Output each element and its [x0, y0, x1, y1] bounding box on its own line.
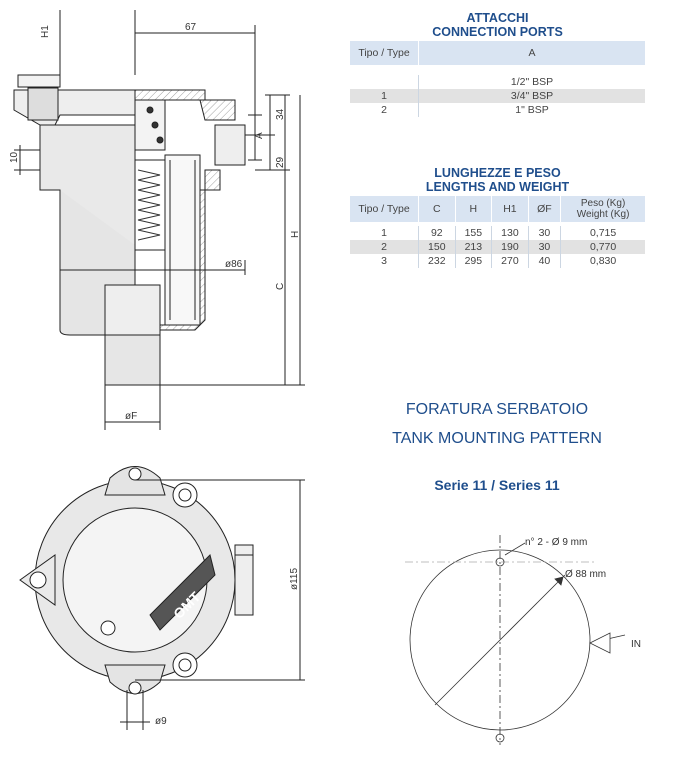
table-row: 1/2" BSP — [350, 75, 645, 89]
table-row: 3 232 295 270 40 0,830 — [350, 254, 645, 268]
ports-title-it: ATTACCHI — [466, 11, 529, 25]
technical-drawing: H1 67 10 34 29 A H C ø86 øF ø115 ø9 OMT — [9, 10, 305, 730]
ports-header-type: Tipo / Type — [350, 41, 419, 65]
in-label: IN — [631, 639, 641, 650]
mounting-title-en: TANK MOUNTING PATTERN — [392, 430, 602, 447]
table-row: 2 150 213 190 30 0,770 — [350, 240, 645, 254]
lengths-header-c: C — [418, 196, 456, 222]
lengths-header-type: Tipo / Type — [350, 196, 419, 222]
diameter-label: Ø 88 mm — [565, 569, 606, 580]
ports-title-en: CONNECTION PORTS — [432, 25, 563, 39]
dim-34: 34 — [275, 108, 286, 120]
dim-9: ø9 — [155, 716, 167, 727]
mounting-title-it: FORATURA SERBATOIO — [405, 401, 589, 418]
table-row: 1 92 155 130 30 0,715 — [350, 226, 645, 240]
table-row: 2 1" BSP — [350, 103, 645, 117]
lengths-header-h1: H1 — [491, 196, 529, 222]
table-row: 1 3/4" BSP — [350, 89, 645, 103]
dim-115: ø115 — [289, 568, 300, 590]
dim-a: A — [254, 132, 265, 139]
ports-table: Tipo / Type A 1/2" BSP 1 3/4" BSP 2 1" B… — [350, 41, 645, 117]
dim-h: H — [290, 231, 301, 238]
lengths-title-it: LUNGHEZZE E PESO — [434, 166, 561, 180]
lengths-header-h: H — [454, 196, 492, 222]
dim-c: C — [275, 283, 286, 290]
dim-29: 29 — [275, 156, 286, 168]
dim-86: ø86 — [225, 259, 243, 270]
lengths-title: LUNGHEZZE E PESO LENGTHS AND WEIGHT — [350, 166, 645, 194]
dim-f: øF — [125, 411, 137, 422]
lengths-table: Tipo / Type C H H1 ØF Peso (Kg) Weight (… — [350, 196, 645, 268]
lengths-header-f: ØF — [527, 196, 561, 222]
lengths-title-en: LENGTHS AND WEIGHT — [425, 180, 570, 194]
ports-header-a: A — [418, 41, 645, 65]
ports-title: ATTACCHI CONNECTION PORTS — [350, 11, 645, 39]
holes-label: n° 2 - Ø 9 mm — [525, 537, 587, 548]
series-label: Serie 11 / Series 11 — [434, 477, 560, 493]
dim-10: 10 — [9, 151, 20, 163]
dim-h1: H1 — [40, 25, 51, 38]
dim-67: 67 — [185, 22, 197, 33]
mounting-pattern-drawing: n° 2 - Ø 9 mm Ø 88 mm IN — [405, 535, 641, 745]
lengths-header-weight: Peso (Kg) Weight (Kg) — [560, 196, 645, 222]
